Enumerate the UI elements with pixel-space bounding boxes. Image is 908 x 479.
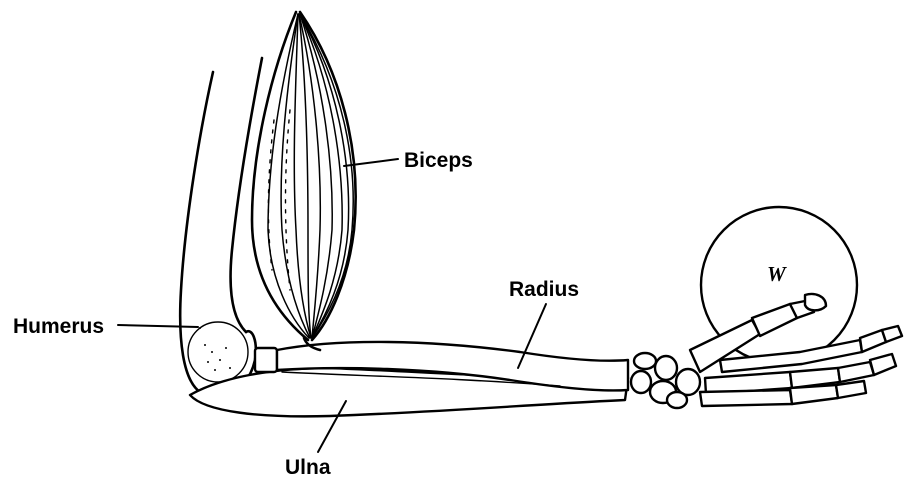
- weight-label: W: [767, 262, 787, 286]
- humerus-label: Humerus: [13, 315, 104, 338]
- ulna-label: Ulna: [285, 456, 331, 479]
- humerus-bone: [180, 58, 262, 395]
- radius-label: Radius: [509, 278, 579, 301]
- biceps-leader: [344, 159, 398, 166]
- humerus-leader: [118, 325, 198, 327]
- biceps-muscle: [252, 12, 356, 340]
- humerus-stipple: [199, 327, 231, 371]
- wrist-bones: [631, 353, 700, 408]
- biceps-label: Biceps: [404, 149, 473, 172]
